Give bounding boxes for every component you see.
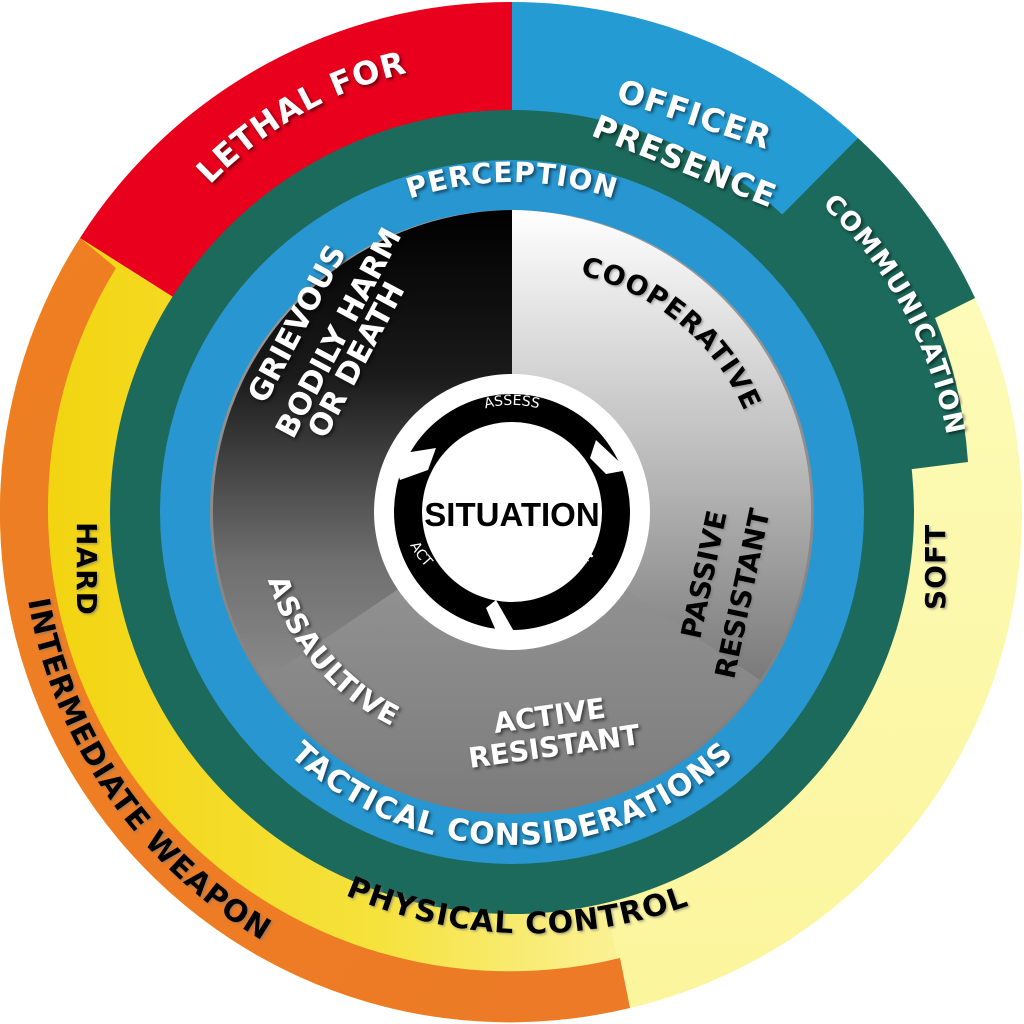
arrow-gap-left (392, 448, 436, 480)
situation-label: SITUATION (424, 496, 599, 533)
arrow-gap-bottom (486, 600, 516, 640)
intermediate-weapons-segment (0, 238, 630, 1023)
soft-label: SOFT (919, 524, 952, 610)
communication-notch (752, 138, 975, 470)
arrow-gap-right (590, 440, 628, 474)
assessment-cycle (374, 374, 650, 650)
hard-label: HARD (70, 522, 103, 616)
assess-label: ASSESS (483, 393, 542, 412)
